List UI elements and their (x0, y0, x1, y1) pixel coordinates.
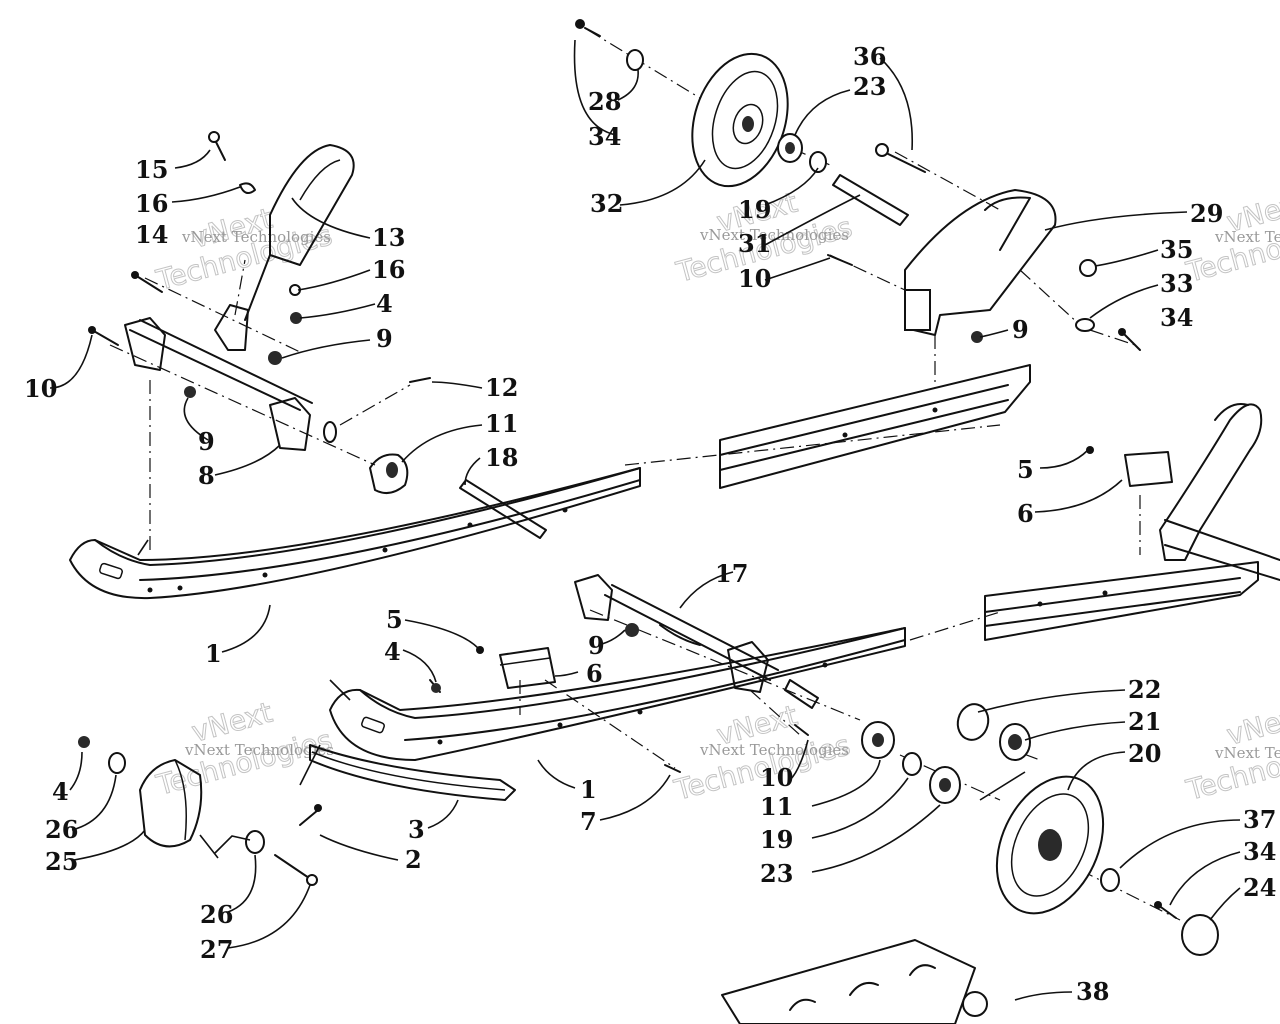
callout-24: 24 (1243, 873, 1276, 902)
callout-19: 19 (760, 825, 793, 854)
callout-1: 1 (205, 639, 222, 668)
callout-4: 4 (376, 289, 393, 318)
wear-bar-lower (984, 561, 1259, 641)
callout-17: 17 (715, 559, 748, 588)
callout-15: 15 (135, 155, 168, 184)
callout-12: 12 (485, 373, 518, 402)
callout-5: 5 (386, 605, 403, 634)
callout-34: 34 (1160, 303, 1193, 332)
callout-36: 36 (853, 42, 886, 71)
callout-23: 23 (760, 859, 793, 888)
callout-13: 13 (372, 223, 405, 252)
callout-29: 29 (1190, 199, 1223, 228)
wear-strip (299, 744, 516, 826)
slide-rail-upper (69, 467, 641, 600)
shaft-18 (459, 479, 547, 539)
callout-10: 10 (24, 374, 57, 403)
callout-31: 31 (738, 229, 771, 258)
callout-20: 20 (1128, 739, 1161, 768)
callout-5: 5 (1017, 455, 1034, 484)
callout-16: 16 (135, 189, 168, 218)
callout-28: 28 (588, 87, 621, 116)
watermark-company: vNext Technologies (181, 228, 331, 246)
callout-16: 16 (372, 255, 405, 284)
callout-37: 37 (1243, 805, 1276, 834)
callout-6: 6 (1017, 499, 1034, 528)
callout-8: 8 (198, 461, 215, 490)
callout-1: 1 (580, 775, 597, 804)
watermark-company: vNext Technologies (1214, 744, 1280, 762)
stopper-block (78, 736, 318, 886)
track-segment (721, 939, 988, 1024)
watermark-company: vNext Technologies (184, 741, 334, 759)
callout-21: 21 (1128, 707, 1161, 736)
callout-11: 11 (485, 409, 518, 438)
callout-26: 26 (45, 815, 78, 844)
callout-9: 9 (588, 631, 605, 660)
callout-labels: 36 23 28 34 32 19 31 10 29 35 33 34 9 15… (24, 42, 1276, 1006)
watermark-company: vNext Technologies (699, 741, 849, 759)
callout-4: 4 (384, 637, 401, 666)
callout-7: 7 (580, 807, 597, 836)
center-arm-assembly (574, 574, 819, 709)
callout-18: 18 (485, 443, 518, 472)
watermarks: vNext Technologies vNext Technologies vN… (152, 185, 1280, 807)
watermark-company: vNext Technologies (1214, 228, 1280, 246)
callout-19: 19 (738, 195, 771, 224)
callout-34: 34 (1243, 837, 1276, 866)
rear-arm-assembly (575, 19, 1141, 351)
callout-3: 3 (408, 815, 425, 844)
callout-9: 9 (1012, 315, 1029, 344)
rear-arm-right (1086, 403, 1280, 581)
leader-lines (49, 39, 1241, 1001)
callout-2: 2 (405, 845, 422, 874)
callout-38: 38 (1076, 977, 1109, 1006)
idler-wheel-upper (691, 52, 827, 188)
callout-25: 25 (45, 847, 78, 876)
lower-wheel-stack (664, 703, 1219, 956)
wear-bar-upper (719, 364, 1031, 489)
callout-32: 32 (590, 189, 623, 218)
callout-27: 27 (200, 935, 233, 964)
callout-10: 10 (738, 264, 771, 293)
callout-26: 26 (200, 900, 233, 929)
callout-10: 10 (760, 763, 793, 792)
callout-33: 33 (1160, 269, 1193, 298)
slide-cap-lower (429, 646, 556, 693)
callout-6: 6 (586, 659, 603, 688)
callout-34: 34 (588, 122, 621, 151)
slide-rail-lower (329, 627, 906, 761)
callout-14: 14 (135, 220, 168, 249)
callout-9: 9 (376, 324, 393, 353)
callout-11: 11 (760, 792, 793, 821)
callout-23: 23 (853, 72, 886, 101)
callout-4: 4 (52, 777, 69, 806)
callout-9: 9 (198, 427, 215, 456)
callout-22: 22 (1128, 675, 1161, 704)
callout-35: 35 (1160, 235, 1193, 264)
watermark-company: vNext Technologies (699, 226, 849, 244)
